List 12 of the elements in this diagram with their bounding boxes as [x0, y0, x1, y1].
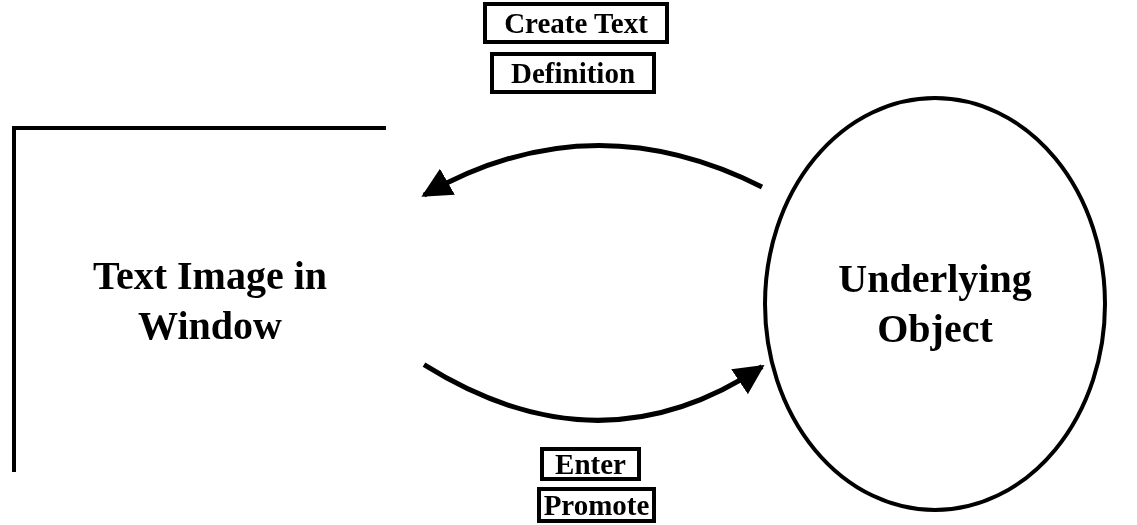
command-label: Definition	[509, 55, 637, 91]
command-box	[490, 52, 656, 94]
curved-arrow	[421, 143, 764, 198]
command-label: Enter	[554, 446, 627, 482]
object-circle	[762, 95, 1108, 513]
curved-arrow	[422, 362, 765, 423]
command-box	[540, 447, 641, 481]
node-label: Text Image in Window	[91, 252, 329, 350]
command-box	[483, 2, 669, 44]
node-label: Underlying Object	[837, 255, 1033, 353]
command-label: Promote	[542, 487, 651, 523]
command-label: Create Text	[503, 5, 649, 41]
